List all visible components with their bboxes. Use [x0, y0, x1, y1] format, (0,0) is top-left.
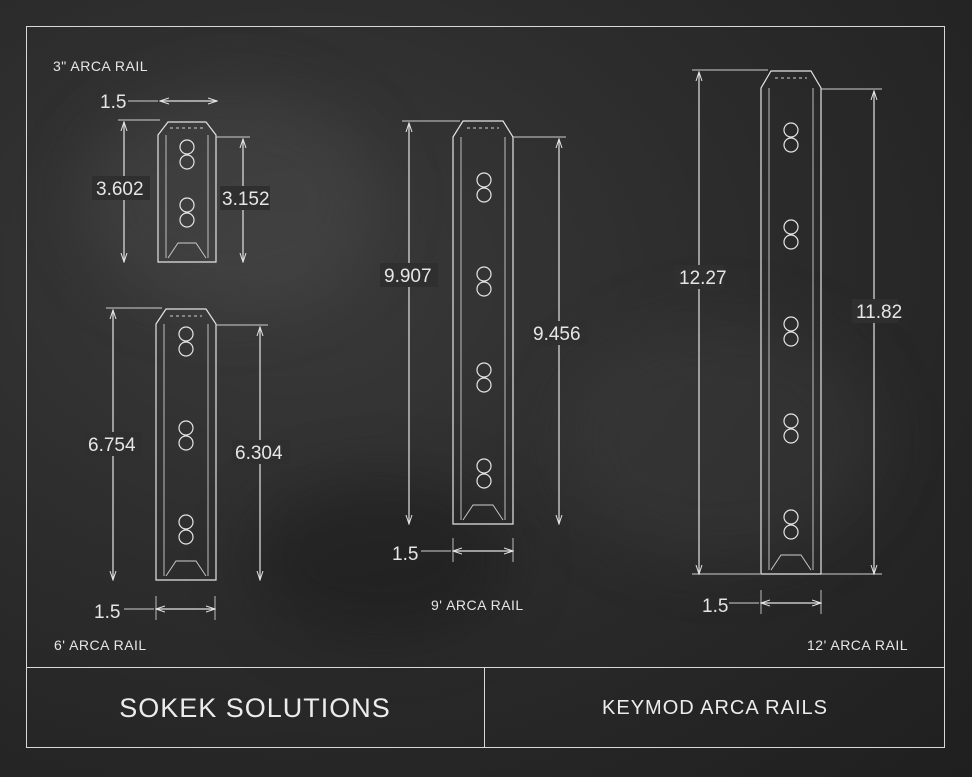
rail-end-cut: [167, 242, 207, 259]
product-title: KEYMOD ARCA RAILS: [602, 696, 828, 719]
keymod-slot-icon: [783, 219, 799, 250]
rail-end-cut: [462, 504, 504, 521]
overall-length-dimension: 6.754: [88, 435, 136, 456]
keymod-slot-icon: [476, 458, 492, 489]
rail-6-foot: 6.754 6.304 1.5 6' ARCA RAIL: [54, 307, 290, 653]
rail-label: 12' ARCA RAIL: [807, 637, 908, 653]
drawing-frame: [26, 26, 945, 748]
keymod-slot-icon: [783, 413, 799, 444]
rail-12-foot: 12.27 11.82 1.5 12' ARCA RAIL: [674, 69, 908, 653]
rail-label: 9' ARCA RAIL: [431, 597, 524, 613]
width-dimension: 1.5: [100, 92, 126, 113]
rail-label: 6' ARCA RAIL: [54, 637, 147, 653]
inner-length-dimension: 3.152: [222, 189, 270, 210]
keymod-slot-icon: [783, 122, 799, 153]
keymod-slot-icon: [178, 420, 194, 451]
overall-length-dimension: 9.907: [384, 266, 432, 287]
title-block-divider: [26, 667, 945, 668]
rail-outline: [452, 120, 514, 525]
keymod-slot-icon: [783, 509, 799, 540]
keymod-slot-icon: [476, 172, 492, 203]
width-dimension: 1.5: [392, 544, 418, 565]
inner-length-dimension: 6.304: [235, 443, 283, 464]
title-block-vertical-divider: [484, 668, 485, 748]
rail-outline: [760, 70, 822, 575]
keymod-slot-icon: [179, 197, 195, 228]
rail-9-foot: 9.907 9.456 1.5 9' ARCA RAIL: [380, 120, 588, 613]
keymod-slot-icon: [476, 266, 492, 297]
keymod-slot-icon: [178, 514, 194, 545]
rail-3-inch: 3" ARCA RAIL 1.5 3.602 3.152: [53, 58, 270, 262]
company-name: SOKEK SOLUTIONS: [119, 692, 391, 723]
width-dimension: 1.5: [702, 596, 728, 617]
rail-label: 3" ARCA RAIL: [53, 58, 148, 74]
width-dimension: 1.5: [94, 602, 120, 623]
rail-end-cut: [770, 554, 812, 571]
rail-end-cut: [165, 560, 207, 577]
keymod-slot-icon: [476, 362, 492, 393]
rail-outline: [155, 308, 217, 581]
keymod-slot-icon: [783, 316, 799, 347]
keymod-slot-icon: [178, 326, 194, 357]
inner-length-dimension: 9.456: [533, 324, 581, 345]
inner-length-dimension: 11.82: [856, 302, 902, 323]
keymod-slot-icon: [179, 139, 195, 170]
overall-length-dimension: 12.27: [679, 268, 727, 289]
overall-length-dimension: 3.602: [96, 179, 144, 200]
rail-outline: [157, 121, 217, 263]
